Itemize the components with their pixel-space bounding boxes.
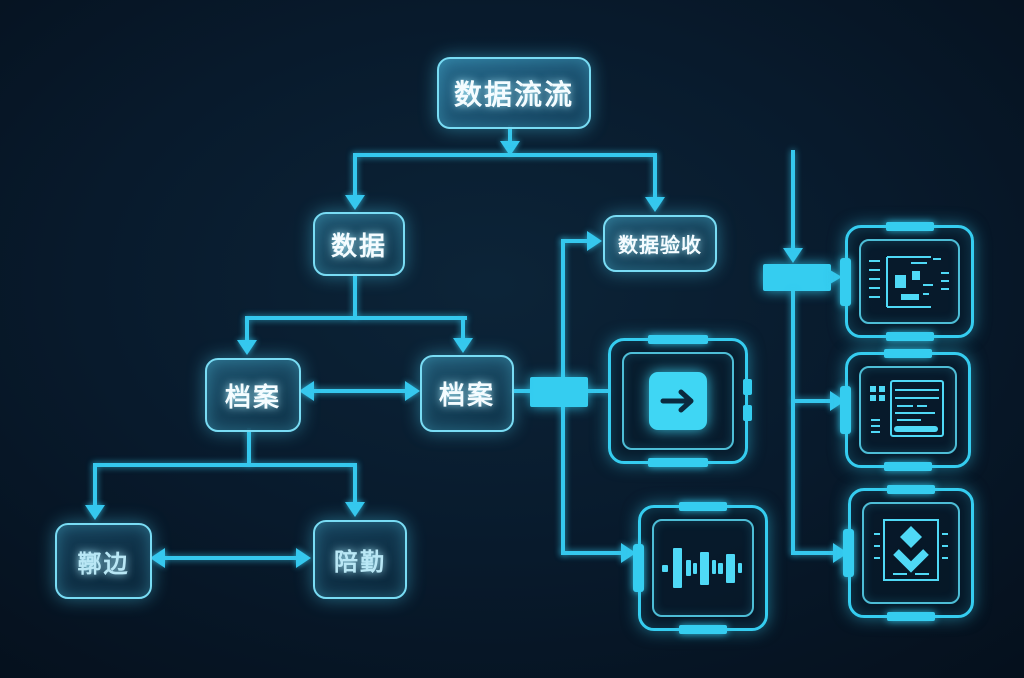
connector-to-document-panel <box>793 399 833 403</box>
arrowhead-archives-right <box>405 381 420 401</box>
arrowhead-into-glitch-left <box>85 505 105 520</box>
diamond-chevron-panel <box>843 485 974 621</box>
arrowhead-into-equalizer <box>621 543 636 563</box>
equalizer-icon <box>662 548 742 588</box>
arrow-right-icon <box>649 372 707 430</box>
node-archive-left: 档案 <box>205 358 301 432</box>
connector-right-trunk-bottom <box>791 291 795 555</box>
panel-tab <box>843 529 854 577</box>
panel-tab <box>648 335 708 344</box>
connector-archives-link <box>310 389 408 393</box>
connector-glitch-link <box>162 556 299 560</box>
node-flow-title-label: 数据流流 <box>453 78 574 111</box>
node-data: 数据 <box>313 212 405 276</box>
panel-tab <box>887 485 935 494</box>
node-flow-title: 数据流流 <box>437 57 591 129</box>
connector-to-archive-left <box>245 318 249 342</box>
connector-data-down <box>353 272 357 318</box>
panel-tab <box>633 544 644 592</box>
node-archive-right: 档案 <box>420 355 514 432</box>
panel-inner-frame <box>862 502 960 604</box>
arrowhead-archives-left <box>299 381 314 401</box>
node-archive-right-label: 档案 <box>438 381 495 411</box>
connector-to-glitch-left <box>93 465 97 507</box>
panel-inner-frame <box>622 352 734 450</box>
arrowhead-into-connector-block <box>783 248 803 263</box>
circuit-board-icon <box>868 255 949 308</box>
arrowhead-glitch-left <box>150 548 165 568</box>
connector-trunk-to-equalizer <box>561 551 623 555</box>
panel-side-mark <box>743 379 752 395</box>
connector-archive-left-down <box>247 428 251 465</box>
panel-tab <box>884 462 932 471</box>
connector-title-stub <box>508 125 512 143</box>
document-list-panel <box>840 349 971 471</box>
node-glitch-right-label: 陪勤 <box>334 548 386 576</box>
arrow-right-panel <box>608 335 752 467</box>
connector-to-glitch-right <box>353 465 357 504</box>
arrowhead-into-glitch-right <box>345 502 365 517</box>
connector-bottom-branch <box>93 463 357 467</box>
arrowhead-trunk-into-data-check <box>587 231 602 251</box>
panel-tab <box>679 502 727 511</box>
node-data-check-label: 数据验收 <box>618 233 702 257</box>
connector-to-data-check <box>653 155 657 199</box>
arrowhead-title-down <box>500 141 520 156</box>
arrowhead-into-data-check <box>645 197 665 212</box>
panel-tab <box>887 612 935 621</box>
node-glitch-left-label: 鞹边 <box>77 549 130 578</box>
equalizer-panel <box>633 502 768 634</box>
arrowhead-into-data <box>345 195 365 210</box>
arrowhead-glitch-right <box>296 548 311 568</box>
panel-tab <box>885 222 934 231</box>
node-glitch-right: 陪勤 <box>313 520 407 599</box>
panel-inner-frame <box>859 239 960 324</box>
panel-tab <box>885 332 934 341</box>
arrowhead-into-archive-left <box>237 340 257 355</box>
connector-right-trunk-top <box>791 150 795 252</box>
node-data-check: 数据验收 <box>603 215 717 272</box>
panel-inner-frame <box>652 519 754 617</box>
arrowhead-into-archive-right <box>453 338 473 353</box>
connector-block <box>763 264 831 291</box>
panel-tab <box>840 386 851 434</box>
node-archive-left-label: 档案 <box>224 382 281 413</box>
panel-inner-frame <box>859 366 957 454</box>
connector-to-diamond-panel <box>793 551 836 555</box>
panel-tab <box>884 349 932 358</box>
connector-top-branch <box>353 153 657 157</box>
diamond-chevron-icon <box>874 519 948 581</box>
panel-tab <box>648 458 708 467</box>
document-list-icon <box>870 380 944 437</box>
connector-to-data <box>353 155 357 197</box>
connector-to-archive-right <box>461 318 465 340</box>
junction-block <box>530 377 588 407</box>
connector-archive-branch <box>245 316 467 320</box>
node-glitch-left: 鞹边 <box>55 523 152 599</box>
panel-tab <box>840 257 851 306</box>
circuit-board-panel <box>840 222 974 341</box>
panel-tab <box>679 625 727 634</box>
panel-side-mark <box>743 405 752 421</box>
arrowhead-block-to-circuit <box>830 270 842 284</box>
node-data-label: 数据 <box>330 231 387 262</box>
connector-trunk-to-data-check <box>561 239 589 243</box>
